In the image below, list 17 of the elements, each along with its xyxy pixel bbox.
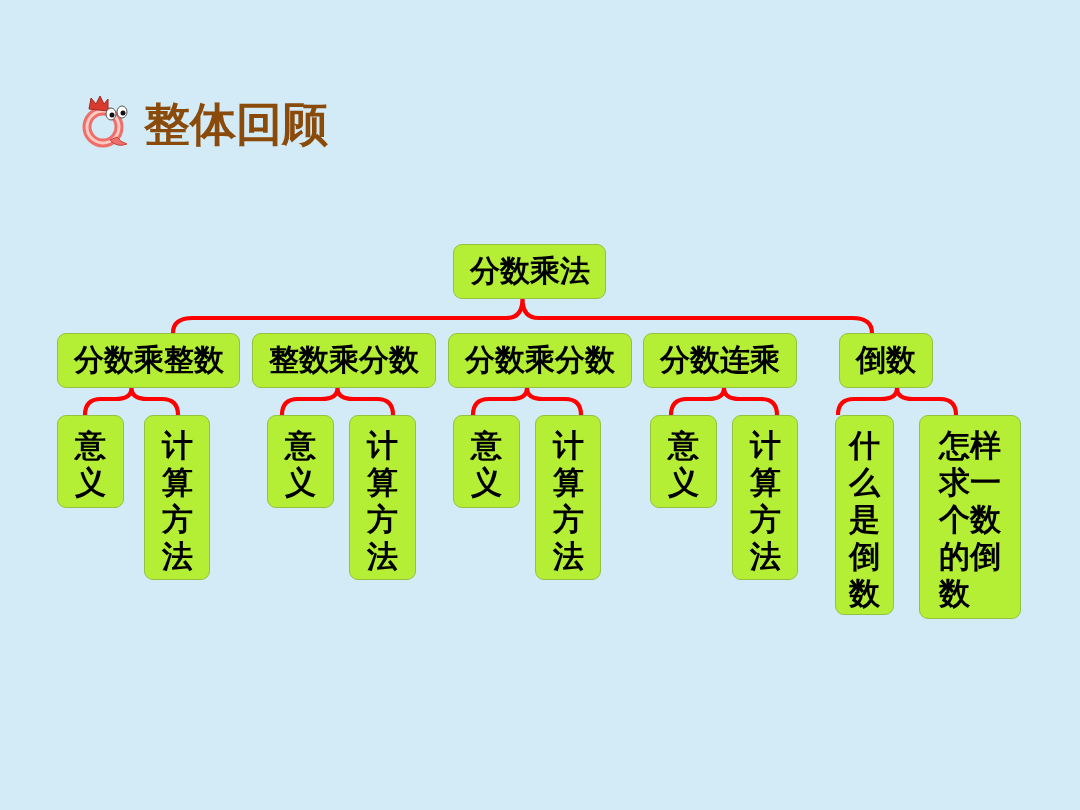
subtopic-box: 意义 — [453, 415, 520, 508]
topic-box: 分数乘整数 — [57, 333, 240, 388]
topic-box: 整数乘分数 — [252, 333, 436, 388]
subtopic-box: 什么是倒数 — [835, 415, 894, 615]
topic-box: 分数连乘 — [643, 333, 797, 388]
topic-box: 分数乘法 — [453, 244, 606, 299]
subtopic-box: 计算方法 — [535, 415, 601, 580]
topic-box: 倒数 — [839, 333, 933, 388]
title: 整体回顾 — [144, 98, 328, 150]
topic-box: 分数乘分数 — [448, 333, 632, 388]
subtopic-box: 计算方法 — [144, 415, 210, 580]
subtopic-box: 意义 — [267, 415, 334, 508]
subtopic-box: 计算方法 — [349, 415, 416, 580]
subtopic-box: 怎样求一个数的倒数 — [919, 415, 1021, 619]
subtopic-box: 计算方法 — [732, 415, 798, 580]
subtopic-box: 意义 — [650, 415, 717, 508]
subtopic-box: 意义 — [57, 415, 124, 508]
